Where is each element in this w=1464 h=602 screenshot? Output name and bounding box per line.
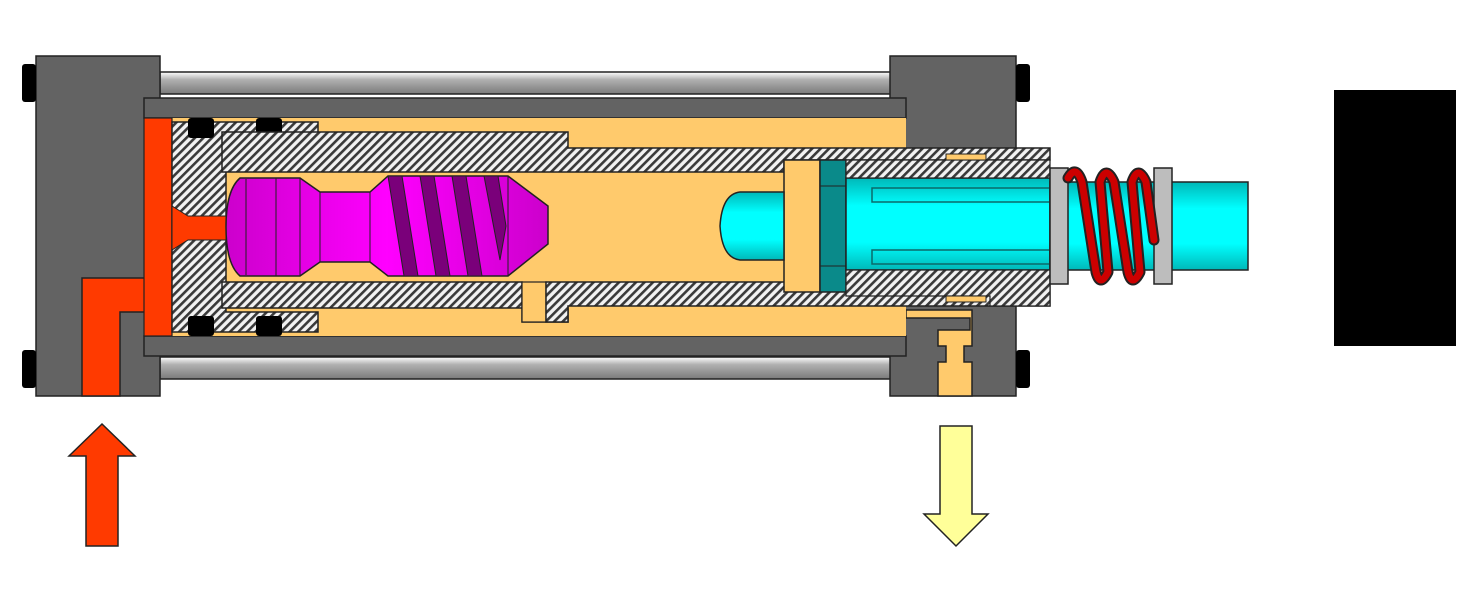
load-block bbox=[1334, 90, 1456, 346]
front-cap-nut-top bbox=[1016, 64, 1030, 102]
up-arrow-icon bbox=[67, 422, 137, 547]
rear-end-cap bbox=[22, 55, 161, 397]
output-shaft-nose bbox=[719, 191, 785, 261]
helix-groove-1 bbox=[387, 175, 419, 277]
spring-coil-fill bbox=[1064, 168, 1158, 284]
tie-rod-top bbox=[159, 71, 893, 95]
bushing-groove-top bbox=[945, 153, 987, 161]
output-coupling bbox=[783, 159, 847, 293]
front-cap-nut-bottom bbox=[1016, 350, 1030, 388]
piston-seal-1 bbox=[188, 118, 214, 138]
down-arrow-icon bbox=[922, 425, 990, 548]
outlet-flow-arrow bbox=[922, 425, 990, 548]
barrel-wall-top bbox=[143, 97, 907, 119]
helical-shaft bbox=[225, 175, 549, 277]
barrel-wall-bottom bbox=[143, 335, 907, 357]
rear-cap-nut-top bbox=[22, 64, 36, 102]
return-spring bbox=[1049, 166, 1173, 286]
rear-cap-nut-bottom bbox=[22, 350, 36, 388]
piston-seal-4 bbox=[256, 316, 282, 336]
coupling-flange bbox=[819, 159, 847, 293]
inlet-flow-arrow bbox=[67, 422, 137, 547]
shaft-bushing-top bbox=[845, 159, 1051, 179]
tie-rod-bottom bbox=[159, 356, 893, 380]
helix-groove-4 bbox=[483, 175, 507, 261]
piston-body bbox=[171, 121, 319, 333]
helix-groove-3 bbox=[451, 175, 483, 277]
output-shaft-body bbox=[845, 177, 1051, 271]
spring-washer-left bbox=[1049, 167, 1069, 285]
outlet-port-channel bbox=[905, 309, 973, 397]
helix-groove-2 bbox=[419, 175, 451, 277]
bushing-groove-bottom bbox=[945, 295, 987, 303]
pressure-chamber bbox=[143, 117, 173, 337]
piston bbox=[171, 118, 319, 336]
piston-seal-3 bbox=[188, 316, 214, 336]
sleeve-slot bbox=[521, 281, 547, 323]
coupling-collar bbox=[783, 159, 821, 293]
